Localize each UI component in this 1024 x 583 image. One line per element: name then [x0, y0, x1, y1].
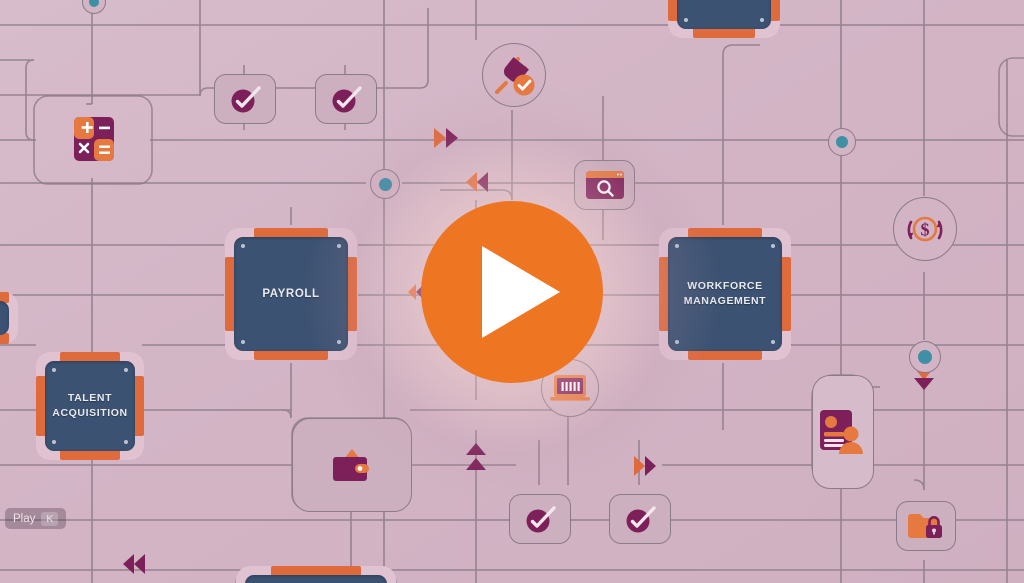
chip-label-line-2: MANAGEMENT [683, 295, 767, 307]
chip-left-edge-partial [0, 292, 18, 344]
chip-screw-dot [337, 244, 341, 248]
chip-screw-dot [52, 368, 56, 372]
chip-pad-top [0, 292, 9, 303]
chip-pad-right [133, 375, 144, 437]
play-triangle-icon [482, 246, 560, 338]
chip-core: PAYROLL [234, 237, 348, 351]
chip-screw-dot [337, 340, 341, 344]
chip-screw-dot [241, 244, 245, 248]
id-card-person-icon [820, 410, 863, 454]
plug-check-icon [495, 57, 535, 96]
chip-pad-right [780, 257, 791, 331]
chip-label-line-2: ACQUISITION [52, 407, 128, 419]
dollar-refresh-node: $ [893, 197, 957, 261]
chip-pad-left [225, 257, 236, 331]
chip-label-payroll: PAYROLL [262, 287, 320, 300]
chip-screw-dot [771, 340, 775, 344]
check-tile-3 [509, 494, 571, 544]
chip-pad-bottom [0, 333, 9, 344]
play-tooltip-shortcut-key: K [41, 511, 59, 526]
chip-core: WORKFORCE MANAGEMENT [668, 237, 782, 351]
play-tooltip: Play K [5, 508, 67, 529]
chip-pad-bottom [59, 449, 121, 460]
junction-node-right-upper [828, 128, 856, 156]
junction-dot [378, 177, 392, 191]
chip-label-workforce-management: WORKFORCE MANAGEMENT [684, 279, 766, 309]
check-circle-icon [526, 506, 556, 533]
plug-check-node [482, 43, 546, 107]
chip-pad-left [36, 375, 47, 437]
junction-node-center-left [370, 169, 400, 199]
chip-pad-left [668, 0, 679, 21]
play-button[interactable] [421, 201, 603, 383]
secure-folder-tile [896, 501, 956, 551]
chip-screw-dot [124, 368, 128, 372]
check-tile-4 [609, 494, 671, 544]
chip-core [245, 575, 387, 583]
calculator-icon [68, 112, 120, 168]
dollar-refresh-icon: $ [907, 216, 943, 242]
chip-pad-top [59, 352, 121, 363]
chip-screw-dot [124, 440, 128, 444]
chip-label-line-1: WORKFORCE [687, 280, 763, 292]
chip-workforce-management: WORKFORCE MANAGEMENT [659, 228, 791, 360]
browser-search-tile [574, 160, 635, 210]
check-tile-2 [315, 74, 377, 124]
junction-node-right-lower [909, 341, 941, 373]
chip-screw-dot [52, 440, 56, 444]
wallet-icon [333, 449, 369, 481]
check-circle-icon [626, 506, 656, 533]
chip-top-edge-partial [668, 0, 780, 38]
chip-screw-dot [771, 244, 775, 248]
chip-bottom-edge-partial [236, 566, 396, 583]
chip-payroll: PAYROLL [225, 228, 357, 360]
chip-talent-acquisition: TALENT ACQUISITION [36, 352, 144, 460]
play-tooltip-label: Play [13, 512, 36, 525]
chip-screw-dot [675, 340, 679, 344]
browser-search-icon [585, 171, 624, 199]
chip-pad-right [769, 0, 780, 21]
chip-label-line-1: TALENT [67, 392, 113, 404]
chip-screw-dot [675, 244, 679, 248]
check-circle-icon [332, 86, 362, 113]
chip-screw-dot [684, 18, 688, 22]
chip-label-talent-acquisition: TALENT ACQUISITION [52, 391, 127, 421]
folder-lock-icon [908, 514, 942, 538]
svg-text:$: $ [921, 220, 930, 240]
chip-core [0, 301, 9, 335]
junction-dot [918, 350, 932, 364]
check-circle-icon [231, 86, 261, 113]
wallet-tile [292, 418, 412, 512]
chip-core: TALENT ACQUISITION [45, 361, 135, 451]
chip-core [677, 0, 771, 29]
id-card-person-tile [812, 375, 874, 489]
chip-screw-dot [241, 340, 245, 344]
chip-pad-top [271, 566, 361, 577]
junction-dot [836, 136, 848, 148]
junction-dot [89, 0, 99, 7]
chip-screw-dot [760, 18, 764, 22]
check-tile-1 [214, 74, 276, 124]
